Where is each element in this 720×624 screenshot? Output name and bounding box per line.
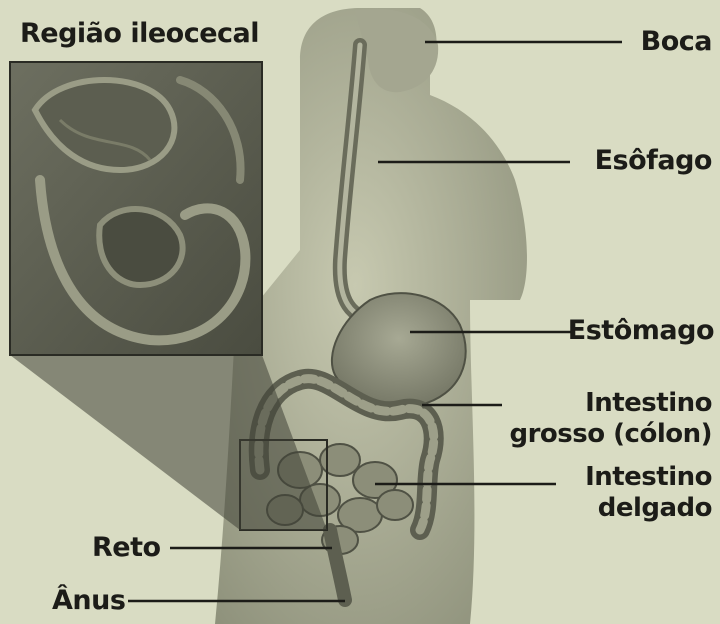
label-boca: Boca: [641, 26, 712, 57]
label-estomago: Estômago: [568, 315, 714, 346]
label-intestino-grosso-line-1: Intestino: [510, 388, 713, 419]
inset-view: [10, 62, 262, 355]
label-reto: Reto: [92, 532, 161, 563]
inset-title: Região ileocecal: [20, 18, 259, 49]
label-intestino-grosso-line-2: grosso (cólon): [510, 419, 713, 450]
label-anus: Ânus: [52, 585, 125, 616]
label-intestino-delgado-line-2: delgado: [585, 493, 712, 524]
label-intestino-grosso: Intestino grosso (cólon): [510, 388, 713, 450]
label-intestino-delgado: Intestino delgado: [585, 462, 712, 524]
label-intestino-delgado-line-1: Intestino: [585, 462, 712, 493]
label-esofago: Esôfago: [595, 145, 712, 176]
